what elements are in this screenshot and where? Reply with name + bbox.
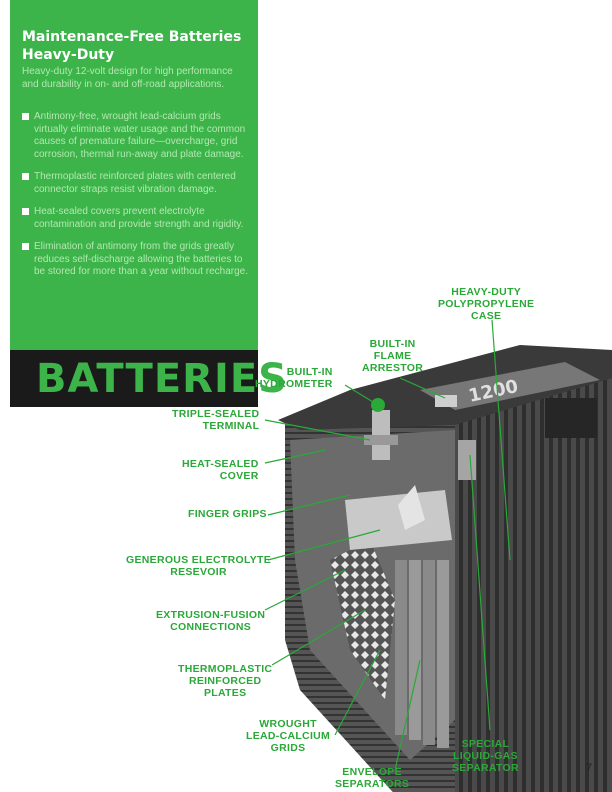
callout-hydrometer: BUILT-IN HYDROMETER — [255, 366, 333, 390]
liquid-gas-separator — [458, 440, 476, 480]
finger-grip — [398, 485, 425, 530]
info-panel — [10, 0, 258, 350]
feature-text: Heat-sealed covers prevent electrolyte c… — [34, 206, 244, 230]
section-title: BATTERIES — [36, 356, 288, 402]
bullet-square-icon — [22, 173, 29, 180]
feature-text: Antimony-free, wrought lead-calcium grid… — [34, 111, 246, 160]
connector-strap — [345, 490, 452, 550]
terminal-seal — [364, 435, 398, 445]
info-plate — [545, 398, 597, 438]
callout-leader-lines — [264, 319, 511, 771]
panel-intro: Heavy-duty 12-volt design for high perfo… — [22, 66, 233, 90]
bullet-square-icon — [22, 243, 29, 250]
panel-title: Maintenance-Free Batteries Heavy-Duty — [22, 28, 252, 64]
panel-title-line2: Heavy-Duty — [22, 47, 115, 63]
feature-list: Antimony-free, wrought lead-calcium grid… — [22, 111, 248, 289]
callout-separator: SPECIAL LIQUID-GAS SEPARATOR — [452, 738, 519, 774]
callout-finger-grips: FINGER GRIPS — [188, 508, 267, 520]
callout-cover: HEAT-SEALED COVER — [182, 458, 259, 482]
panel-title-line1: Maintenance-Free Batteries — [22, 29, 242, 45]
bullet-square-icon — [22, 208, 29, 215]
callout-plates: THERMOPLASTIC REINFORCED PLATES — [178, 663, 273, 699]
feature-item: Heat-sealed covers prevent electrolyte c… — [22, 206, 248, 231]
feature-text: Thermoplastic reinforced plates with cen… — [34, 171, 236, 195]
callout-electrolyte: GENEROUS ELECTROLYTE RESEVOIR — [126, 554, 272, 578]
feature-text: Elimination of antimony from the grids g… — [34, 241, 249, 277]
feature-item: Antimony-free, wrought lead-calcium grid… — [22, 111, 248, 161]
title-band: BATTERIES — [10, 350, 287, 407]
page-number: 7 — [586, 762, 593, 774]
plate-stack — [395, 560, 449, 748]
callout-flame-arrestor: BUILT-IN FLAME ARRESTOR — [362, 338, 424, 374]
feature-item: Elimination of antimony from the grids g… — [22, 241, 248, 279]
callout-terminal: TRIPLE-SEALED TERMINAL — [172, 408, 260, 432]
feature-item: Thermoplastic reinforced plates with cen… — [22, 171, 248, 196]
callout-connections: EXTRUSION-FUSION CONNECTIONS — [156, 609, 266, 633]
lead-calcium-grid — [330, 540, 395, 700]
top-label-area — [420, 362, 600, 410]
bullet-square-icon — [22, 113, 29, 120]
case-side-wall — [455, 372, 612, 792]
flame-arrestor — [435, 395, 457, 407]
callout-envelope: ENVELOPE SEPARATORS — [335, 766, 410, 790]
callout-case: HEAVY-DUTY POLYPROPYLENE CASE — [438, 286, 535, 322]
callout-grids: WROUGHT LEAD-CALCIUM GRIDS — [246, 718, 331, 754]
